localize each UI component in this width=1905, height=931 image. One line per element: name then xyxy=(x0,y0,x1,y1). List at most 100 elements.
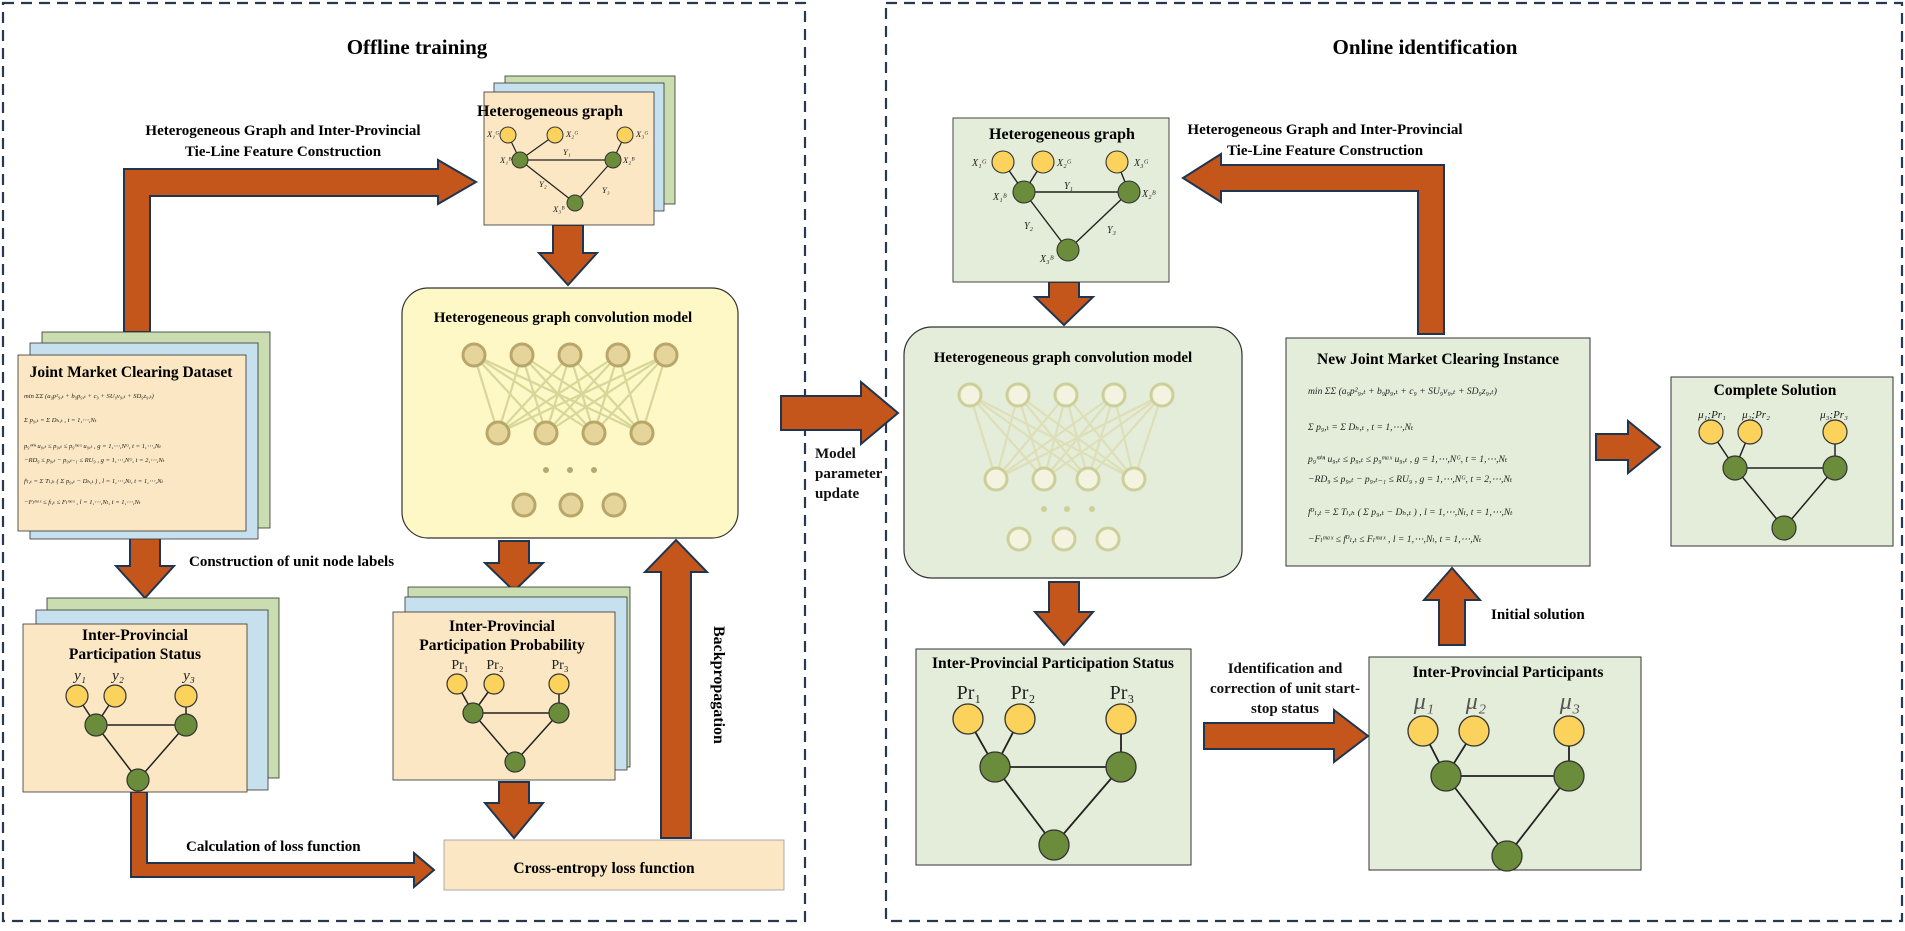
online-label-x3g: X₃ᴳ xyxy=(1133,158,1149,169)
offline-status-node-4 xyxy=(84,713,108,737)
complete-node-3 xyxy=(1822,419,1848,445)
dataset-stack: Joint Market Clearing Dataset min ΣΣ (a₉… xyxy=(17,331,271,540)
online-title: Online identification xyxy=(1333,35,1518,59)
online-label-x1g: X₁ᴳ xyxy=(971,158,987,169)
offline-status-title-1: Inter-Provincial xyxy=(82,627,189,644)
online-graph-node-x2b xyxy=(1117,180,1141,204)
offline-label-x1g: X₁ᴳ xyxy=(486,129,499,139)
offline-panel-border xyxy=(1,1,807,923)
unit-node-labels-text: Construction of unit node labels xyxy=(189,554,394,570)
dataset-eq-6: −Fₗᵐᵃˣ ≤ fₗ,ₜ ≤ Fₗᵐᵃˣ , l = 1,⋯,Nₗ, t = … xyxy=(24,499,141,506)
offline-nn-connection xyxy=(497,354,619,434)
backprop-text: Backpropagation xyxy=(710,626,727,744)
online-hetero-graph: Heterogeneous graph X₁ᴳ X₂ᴳ X₃ᴳ X₁ᴮ X₂ᴮ … xyxy=(952,117,1170,283)
offline-nn-neuron xyxy=(601,492,627,518)
update-text-1: Model xyxy=(815,446,856,462)
participants-label-1: μ₁ xyxy=(1413,689,1434,715)
offline-hetero-graph-stack: Heterogeneous graph X₁ᴳ X₂ᴳ X₃ᴳ X₁ᴮ X₂ᴮ … xyxy=(477,75,676,226)
offline-nn-neuron xyxy=(557,342,583,368)
graph-node-x2g xyxy=(546,126,564,144)
offline-status-to-loss-arrow xyxy=(130,791,436,890)
offline-nn-connection xyxy=(497,354,571,434)
complete-node-4 xyxy=(1722,455,1748,481)
offline-label-x2g: X₂ᴳ xyxy=(565,129,578,139)
online-neural-net xyxy=(957,382,1175,552)
online-nn-connection xyxy=(1087,394,1163,480)
instance-eq-5: f⁰ₗ,ₜ = Σ Tₗ,ₕ ( Σ p₉,ₜ − Dₕ,ₜ ) , l = 1… xyxy=(1308,507,1513,518)
offline-label-x3b: X₃ᴮ xyxy=(552,204,565,214)
participants-node-2 xyxy=(1458,715,1490,747)
offline-construction-arrow xyxy=(123,158,478,333)
dataset-eq-1: min ΣΣ (a₉p²₉,ₜ + b₉p₉,ₜ + c₉ + SU₉v₉,ₜ … xyxy=(24,393,154,400)
identification-text-2: correction of unit start- xyxy=(1210,681,1360,697)
initial-solution-text: Initial solution xyxy=(1491,607,1585,623)
online-status-label-2: Pr₂ xyxy=(1011,682,1036,704)
complete-title: Complete Solution xyxy=(1714,382,1837,399)
offline-prob-node-3 xyxy=(548,673,570,695)
offline-prob-label-3: Pr₃ xyxy=(551,658,568,673)
offline-nn-connection xyxy=(496,354,524,434)
graph-node-x1g xyxy=(499,126,517,144)
online-status-node-4 xyxy=(979,751,1011,783)
offline-nn-neuron xyxy=(461,342,487,368)
online-model-to-status-arrow xyxy=(1032,581,1096,647)
online-to-complete-arrow xyxy=(1595,418,1662,476)
offline-prob-node-4 xyxy=(462,702,484,724)
online-nn-neuron xyxy=(1031,466,1057,492)
online-graph-node-x3b xyxy=(1056,238,1080,262)
online-status-node-3 xyxy=(1105,703,1137,735)
online-nn-neuron xyxy=(1095,526,1121,552)
online-nn-neuron xyxy=(1005,382,1031,408)
instance-eq-4: −RD₉ ≤ p₉,ₜ − p₉,ₜ₋₁ ≤ RU₉ , g = 1,⋯,Nᴳ,… xyxy=(1308,474,1513,485)
offline-status-node-6 xyxy=(126,768,150,792)
online-label-x3b: X₃ᴮ xyxy=(1039,254,1054,265)
offline-graph-to-model-arrow xyxy=(536,224,600,287)
offline-label-x1b: X₁ᴮ xyxy=(499,155,512,165)
offline-status-node-2 xyxy=(103,684,127,708)
complete-node-6 xyxy=(1771,515,1797,541)
online-graph-node-x2g xyxy=(1031,150,1055,174)
complete-node-2 xyxy=(1737,419,1763,445)
online-status-label-1: Pr₁ xyxy=(957,682,982,704)
identification-text-1: Identification and xyxy=(1228,661,1343,677)
instance-box: New Joint Market Clearing Instance min Σ… xyxy=(1285,337,1591,567)
instance-title: New Joint Market Clearing Instance xyxy=(1317,351,1559,368)
online-construction-arrow xyxy=(1181,152,1445,335)
online-nn-connection xyxy=(1017,394,1089,480)
complete-label-1: μ₁;Pr₁ xyxy=(1697,409,1726,421)
offline-nn-neuron xyxy=(653,342,679,368)
offline-nn-neuron xyxy=(511,492,537,518)
dataset-eq-5: fᵗₗ,ₜ = Σ Tₗ,ₕ ( Σ p₉,ₜ − Dₕ,ₜ ) , l = 1… xyxy=(24,478,163,485)
loss-box xyxy=(443,839,785,891)
online-nn-connection xyxy=(995,394,1115,480)
initial-solution-arrow xyxy=(1421,566,1483,646)
offline-nn-neuron xyxy=(533,420,559,446)
offline-nn-neuron xyxy=(558,492,584,518)
online-nn-connection xyxy=(1086,394,1116,480)
offline-prob-label-2: Pr₂ xyxy=(486,658,503,673)
online-graph-node-x1b xyxy=(1012,180,1036,204)
online-status-node-5 xyxy=(1105,751,1137,783)
participants-box: Inter-Provincial Participants μ₁ μ₂ μ₃ xyxy=(1368,656,1642,872)
offline-prob-to-loss-arrow xyxy=(482,781,546,840)
online-status-label-3: Pr₃ xyxy=(1110,682,1135,704)
offline-nn-connection xyxy=(593,354,667,434)
online-hetero-graph-title: Heterogeneous graph xyxy=(989,126,1135,143)
participants-node-6 xyxy=(1491,840,1523,872)
offline-nn-neuron xyxy=(629,420,655,446)
offline-prob-node-5 xyxy=(548,702,570,724)
online-nn-connection xyxy=(968,394,998,480)
offline-prob-title-2: Participation Probability xyxy=(419,637,585,654)
online-nn-connection xyxy=(969,394,1089,480)
offline-nn-ellipsis-dot xyxy=(591,467,597,473)
dataset-eq-4: −RD₉ ≤ p₉,ₜ − p₉,ₜ₋₁ ≤ RU₉ , g = 1,⋯,Nᴳ,… xyxy=(24,457,165,464)
offline-prob-title-1: Inter-Provincial xyxy=(449,618,556,635)
participants-node-5 xyxy=(1553,760,1585,792)
offline-label-x2b: X₂ᴮ xyxy=(622,155,635,165)
offline-status-stack: Inter-Provincial Participation Status y₁… xyxy=(22,597,280,793)
participants-node-4 xyxy=(1430,760,1462,792)
offline-nn-neuron xyxy=(605,342,631,368)
online-label-y2: Y₂ xyxy=(1024,221,1034,232)
offline-status-node-1 xyxy=(65,684,89,708)
offline-dataset-to-status-arrow xyxy=(113,531,177,600)
